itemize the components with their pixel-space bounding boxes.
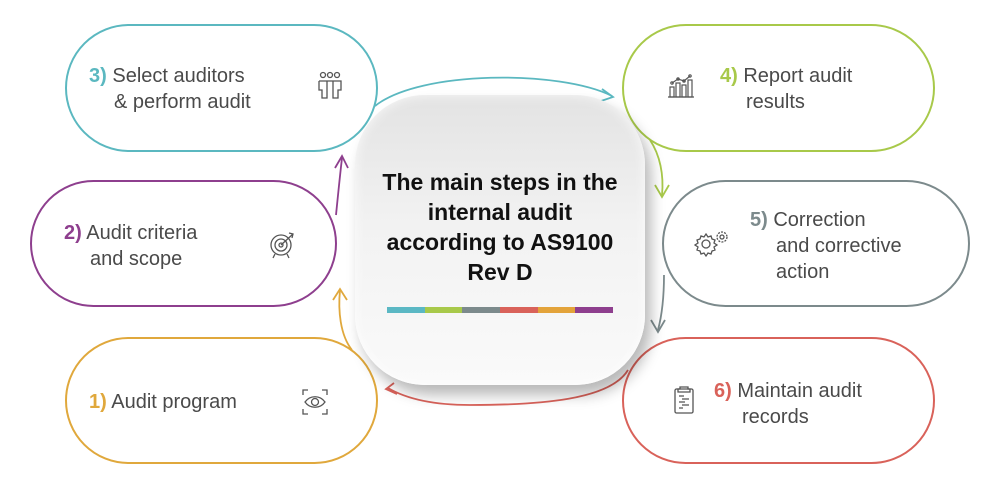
step-6-number: 6) <box>714 380 732 402</box>
step-5-number: 5) <box>750 209 768 231</box>
arrow-2-to-3 <box>335 157 343 216</box>
step-3-pill: 3) Select auditors & perform audit <box>65 24 378 152</box>
step-6-pill: 6) Maintain audit records <box>622 337 935 464</box>
bar-segment-teal <box>387 307 425 313</box>
color-legend-bar <box>387 307 614 313</box>
step-3-label: 3) Select auditors & perform audit <box>89 65 251 113</box>
center-title-card: The main steps in the internal audit acc… <box>355 95 645 385</box>
step-1-number: 1) <box>89 391 107 413</box>
arrow-6-to-1 <box>387 369 629 406</box>
arrow-3-to-4 <box>374 76 613 107</box>
center-title: The main steps in the internal audit acc… <box>382 169 618 285</box>
bar-segment-red <box>500 307 538 313</box>
target-icon <box>270 232 294 259</box>
step-5-pill: 5) Correction and corrective action <box>662 180 970 307</box>
bar-segment-purple <box>575 307 614 313</box>
step-2-label: 2) Audit criteria and scope <box>64 222 198 270</box>
arrow-4-to-5 <box>649 139 664 196</box>
bar-segment-gray <box>462 307 501 313</box>
team-icon <box>318 71 342 99</box>
step-2-pill: 2) Audit criteria and scope <box>30 180 337 307</box>
bar-segment-green <box>424 307 463 313</box>
eye-scan-icon <box>302 389 328 415</box>
step-4-pill: 4) Report audit results <box>622 24 935 152</box>
step-6-label: 6) Maintain audit records <box>714 380 862 428</box>
step-1-pill: 1) Audit program <box>65 337 378 464</box>
bar-chart-icon <box>668 74 694 98</box>
arrow-1-to-2 <box>338 289 353 351</box>
gears-icon <box>694 231 728 258</box>
step-3-number: 3) <box>89 65 107 87</box>
step-5-label: 5) Correction and corrective action <box>750 209 902 283</box>
arrow-5-to-6 <box>657 274 665 331</box>
step-1-label: 1) Audit program <box>89 391 237 413</box>
step-2-number: 2) <box>64 222 82 244</box>
clipboard-icon <box>674 386 694 414</box>
step-4-label: 4) Report audit results <box>720 65 853 113</box>
step-4-number: 4) <box>720 65 738 87</box>
bar-segment-orange <box>537 307 576 313</box>
